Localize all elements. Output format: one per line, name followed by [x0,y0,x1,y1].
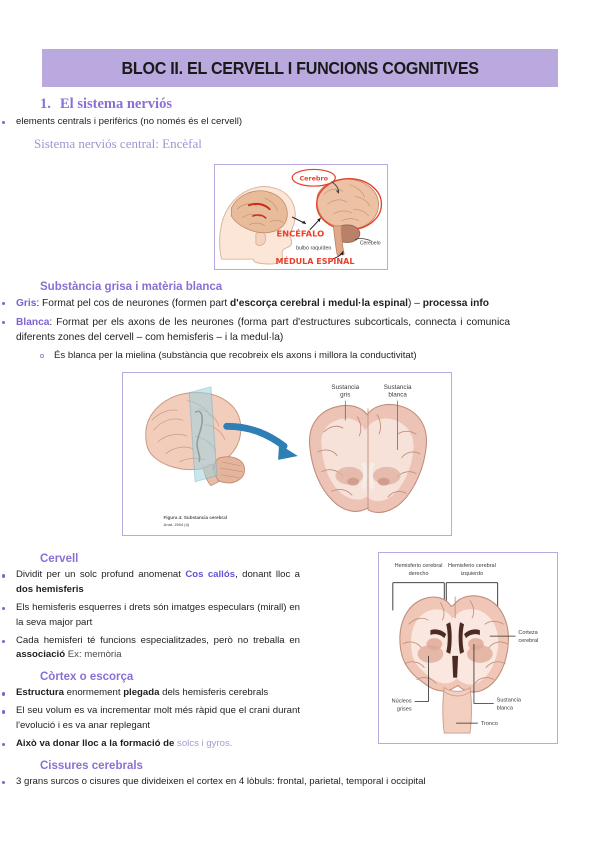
cortex-bullets: Estructura enormement plegada dels hemis… [0,686,300,751]
accent-solcs-gyros: solcs i gyros. [177,737,233,749]
list-item: 3 grans surcos o cisures que divideixen … [0,775,510,790]
gris-bold-a: d'escorça cerebral i medul·la espinal [230,297,408,309]
bullet-text: elements centrals i perifèrics (no només… [16,116,243,127]
figure1-label-cerebro: Cerebro [300,175,329,183]
list-item: Això va donar lloc a la formació de solc… [0,737,300,752]
section-1-index: 1. [40,96,51,112]
list-item-blanca: Blanca: Format per els axons de les neur… [0,315,510,364]
heading-section-1: 1. El sistema nerviós [40,92,600,115]
substancia-illustration: Sustancia gris Sustancia blanca Figura 4… [145,384,427,527]
figure3-label-hemi-esq-line2: izquierdo [461,571,483,577]
gris-bold-b: processa info [422,297,489,309]
figure-coronal-section: Hemisferio cerebral derecho Hemisferio c… [378,552,558,744]
cortex-b0-bold-b: plegada [123,687,160,699]
cissures-b0-text: 3 grans surcos o cisures que divideixen … [16,775,426,787]
cervell-b0-pre: Dividit per un solc profund anomenat [16,569,186,581]
figure2-caption-source: Anat. 2004 (4) [164,522,190,527]
list-item: elements centrals i perifèrics (no només… [0,115,510,130]
gris-text-b: ) – [408,297,423,309]
gris-text-a: : Format pel cos de neurones (formen par… [36,297,231,309]
heading-substancia: Substància grisa i matèria blanca [40,280,223,293]
document-body: 1. El sistema nerviós elements centrals … [0,92,600,793]
list-item: Dividit per un solc profund anomenat Cos… [0,568,300,598]
cervell-b2-pre: Cada hemisferi té funcions especialitzad… [16,634,300,646]
figure3-label-nucleos-line2: grises [397,706,412,712]
label-blanca: Blanca [16,316,50,328]
blanca-sub-text: És blanca per la mielina (substància que… [54,350,417,362]
blanca-sub-bullets: És blanca per la mielina (substància que… [38,349,510,364]
figure2-label-gris-line2: gris [340,392,350,399]
figure3-label-hemi-esq-line1: Hemisferio cerebral [448,563,496,569]
figure2-caption: Figura 4: Substancia cerebral [164,515,227,520]
list-item: El seu volum es va incrementar molt més … [0,704,300,734]
label-gris: Gris [16,297,37,309]
encefal-illustration: Cerebro ENCÉFALO bulbo raquídeo Cerebelo… [219,168,383,266]
figure-encefal: Cerebro ENCÉFALO bulbo raquídeo Cerebelo… [214,164,388,270]
figure3-label-hemi-dreta-line2: derecho [409,571,429,577]
figure2-label-blanca-line1: Sustancia [384,384,412,391]
title-banner: BLOC II. EL CERVELL I FUNCIONS COGNITIVE… [42,49,558,87]
figure3-label-corteza-line2: cerebral [518,638,538,644]
cervell-bullets: Dividit per un solc profund anomenat Cos… [0,568,300,663]
cervell-b1-text: Els hemisferis esquerres i drets són ima… [16,601,300,628]
cervell-b0-bold: dos hemisferis [16,584,84,596]
figure2-label-gris-line1: Sustancia [331,384,359,391]
cervell-b2-muted: Ex: memòria [65,649,122,661]
figure-substancia: Sustancia gris Sustancia blanca Figura 4… [122,372,452,536]
cortex-b1-text: El seu volum es va incrementar molt més … [16,705,300,732]
list-item: Estructura enormement plegada dels hemis… [0,686,300,701]
cortex-b0-post: dels hemisferis cerebrals [159,687,269,699]
list-item: Els hemisferis esquerres i drets són ima… [0,601,300,631]
figure3-label-blanca-line1: Sustancia [497,697,522,703]
figure1-label-bulbo: bulbo raquídeo [296,245,331,251]
figure3-label-corteza-line1: Corteza [518,630,538,636]
section-1-bullets: elements centrals i perifèrics (no només… [0,115,510,130]
cortex-b0-mid: enormement [63,687,124,699]
figure1-label-cerebelo: Cerebelo [360,240,381,246]
figure2-label-blanca-line2: blanca [388,392,407,399]
list-item: És blanca per la mielina (substància que… [38,349,510,364]
figure3-label-blanca-line2: blanca [497,705,514,711]
figure1-label-medula: MÉDULA ESPINAL [275,255,354,266]
cortex-b0-bold-a: Estructura [16,687,64,699]
blanca-text: : Format per els axons de les neurones (… [16,316,510,344]
substancia-bullets: Gris: Format pel cos de neurones (formen… [0,296,510,364]
cervell-b0-post: , donant lloc a [235,569,300,581]
heading-sistema-nervios-central: Sistema nerviós central: Encèfal [34,135,202,151]
cissures-bullets: 3 grans surcos o cisures que divideixen … [0,775,510,790]
coronal-illustration: Hemisferio cerebral derecho Hemisferio c… [392,563,539,734]
figure3-label-nucleos-line1: Núcleos [392,698,412,704]
heading-cortex: Còrtex o escorça [40,671,134,684]
list-item: Cada hemisferi té funcions especialitzad… [0,634,300,664]
cervell-b2-bold: associació [16,649,66,661]
list-item-gris: Gris: Format pel cos de neurones (formen… [0,296,510,312]
accent-cos-callos: Cos callós [185,569,236,581]
page-title: BLOC II. EL CERVELL I FUNCIONS COGNITIVE… [121,57,479,78]
section-1-title: El sistema nerviós [60,96,172,112]
heading-cissures: Cissures cerebrals [40,759,143,772]
cortex-b2-pre: Això va donar lloc a la formació de [16,737,178,749]
figure3-label-hemi-dreta-line1: Hemisferio cerebral [395,563,443,569]
figure1-label-encefalo: ENCÉFALO [276,228,324,239]
figure3-label-tronco: Tronco [481,721,498,727]
heading-cervell: Cervell [40,553,79,566]
